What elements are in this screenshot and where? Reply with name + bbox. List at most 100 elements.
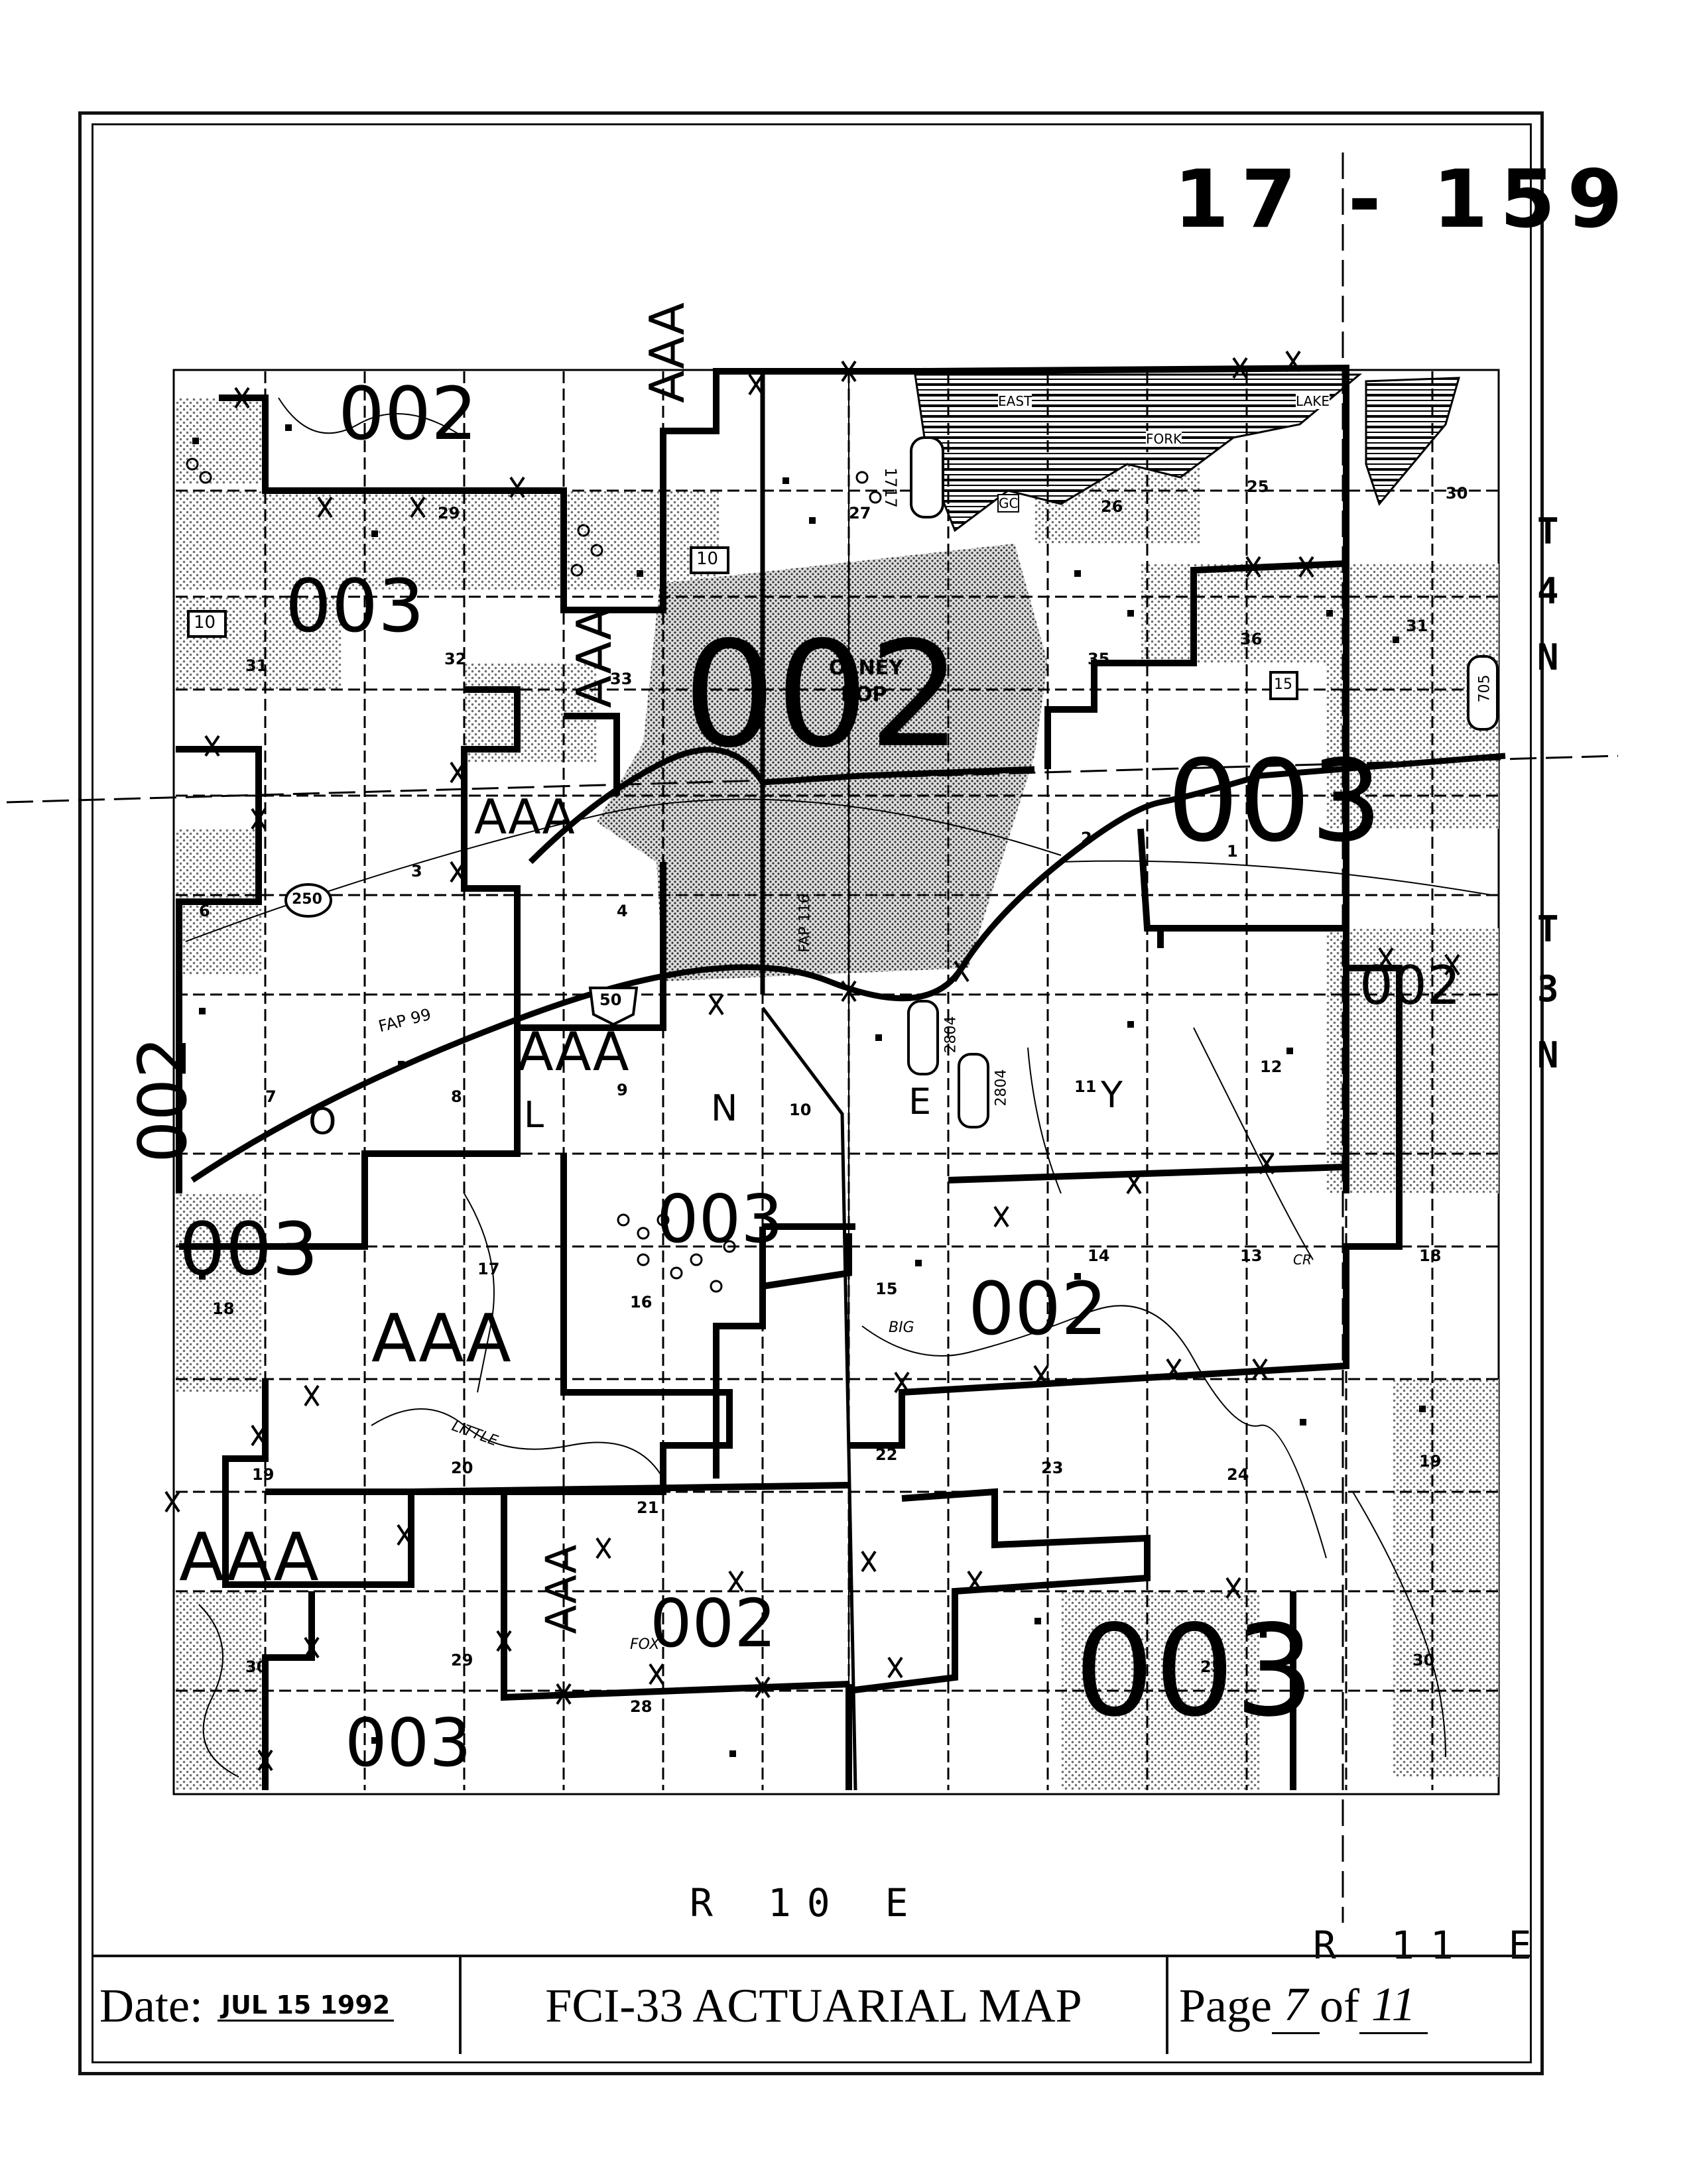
streams — [198, 397, 1446, 1778]
town-letter: Y — [1101, 1074, 1123, 1116]
section-number: 21 — [637, 1498, 659, 1517]
boundary-ticks — [164, 350, 1460, 1772]
title-cell: FCI-33 ACTUARIAL MAP — [462, 1957, 1168, 2054]
zone-label: 003 — [656, 1180, 783, 1258]
section-number: 35 — [1088, 650, 1110, 668]
section-number: 9 — [617, 1081, 628, 1099]
date-cell: Date: JUL 15 1992 — [92, 1957, 462, 2054]
township-letter: N — [1537, 1034, 1559, 1076]
route-10-shield-b: 10 — [194, 613, 216, 633]
section-number: 28 — [630, 1697, 653, 1716]
section-number: 22 — [875, 1445, 898, 1464]
section-number: 24 — [1227, 1465, 1249, 1484]
section-number: 2 — [1081, 829, 1092, 847]
zone-label: 003 — [1167, 736, 1383, 867]
township-letter: T — [1537, 511, 1559, 552]
section-number: 23 — [1041, 1459, 1064, 1477]
section-number: 18 — [212, 1300, 235, 1318]
page-total: 11 — [1359, 1977, 1428, 2034]
zone-label: 003 — [179, 1207, 318, 1292]
route-shields — [187, 436, 1499, 1128]
section-number: 15 — [875, 1280, 898, 1298]
page-number: 7 — [1271, 1977, 1320, 2034]
section-shading — [176, 398, 1499, 1790]
route-705-shield: 705 — [1476, 674, 1493, 703]
route-250-shield: 250 — [292, 891, 322, 908]
zone-label: AAA — [639, 302, 695, 403]
town-letter: O — [308, 1101, 337, 1142]
section-number: 27 — [849, 504, 871, 522]
section-number: 4 — [617, 902, 628, 920]
zone-label: 002 — [968, 1266, 1107, 1351]
section-number: 13 — [1240, 1246, 1263, 1265]
zone-label: AAA — [371, 1300, 511, 1377]
zone-label: AAA — [179, 1518, 319, 1596]
range-label-right: R 11 E — [1313, 1923, 1548, 1968]
lake-label-lake: LAKE — [1296, 393, 1330, 409]
section-number: 8 — [451, 1087, 462, 1106]
section-number: 10 — [789, 1101, 812, 1119]
zone-label: AAA — [566, 607, 622, 708]
lake-label-fork: FORK — [1146, 431, 1182, 447]
big-creek-label: BIG — [889, 1319, 914, 1336]
section-number: 7 — [265, 1087, 277, 1106]
section-number: 18 — [1419, 1246, 1442, 1265]
section-number: 19 — [252, 1465, 275, 1484]
olney-city-area — [597, 544, 1048, 981]
township-letter: 3 — [1537, 968, 1559, 1010]
route-2804-shield-b: 2804 — [993, 1069, 1010, 1107]
page-label: Page — [1179, 1978, 1272, 2032]
section-number: 29 — [438, 504, 460, 522]
township-letter: N — [1537, 637, 1559, 678]
township-letter: T — [1537, 908, 1559, 950]
section-number: 25 — [1200, 1658, 1223, 1676]
section-number: 17 — [477, 1260, 500, 1278]
zone-label: 003 — [1074, 1598, 1315, 1744]
range-label-left: R 10 E — [690, 1880, 924, 1925]
section-number: 11 — [1074, 1077, 1097, 1096]
page-cell: Page 7 of 11 — [1168, 1957, 1532, 2054]
section-number: 1 — [1227, 842, 1238, 861]
farmsteads — [192, 424, 1426, 1757]
section-number: 19 — [1419, 1452, 1442, 1471]
wells — [186, 457, 882, 1293]
section-number: 16 — [630, 1293, 653, 1311]
map-footer: Date: JUL 15 1992 FCI-33 ACTUARIAL MAP P… — [92, 1955, 1532, 2054]
route-2804-shield-a: 2804 — [942, 1016, 960, 1054]
town-pop-label: POP — [841, 683, 887, 706]
section-number: 29 — [451, 1651, 473, 1669]
route-15-shield: 15 — [1274, 676, 1292, 693]
zone-label: AAA — [474, 789, 575, 845]
zone-label: 002 — [650, 1585, 777, 1662]
gc-label: GC — [997, 494, 1020, 513]
zone-label: 002 — [338, 371, 477, 456]
route-10-shield-a: 10 — [696, 549, 719, 569]
section-number: 31 — [245, 656, 268, 675]
map-title: FCI-33 ACTUARIAL MAP — [545, 1978, 1082, 2032]
town-letter: N — [711, 1087, 738, 1129]
section-number: 26 — [1101, 497, 1123, 516]
section-number: 6 — [199, 902, 210, 920]
section-number: 33 — [610, 670, 633, 688]
fox-river-label: FOX — [630, 1636, 660, 1653]
section-number: 32 — [444, 650, 467, 668]
section-number: 25 — [1247, 477, 1269, 496]
fap-116-label: FAP 116 — [796, 894, 814, 953]
section-number: 30 — [1446, 484, 1468, 503]
town-name: OLNEY — [829, 656, 903, 680]
page-of: of — [1319, 1978, 1359, 2032]
township-letter: 4 — [1537, 570, 1559, 612]
section-number: 31 — [1406, 617, 1428, 635]
zone-label: 002 — [1359, 955, 1461, 1016]
zone-label: 002 — [123, 1036, 202, 1163]
section-number: 20 — [451, 1459, 473, 1477]
zone-label: 003 — [285, 564, 424, 648]
section-number: 36 — [1240, 630, 1263, 648]
inner-frame — [92, 123, 1532, 2063]
section-number: 12 — [1260, 1058, 1282, 1076]
date-value: JUL 15 1992 — [217, 1990, 395, 2022]
route-50-shield: 50 — [599, 991, 622, 1009]
section-number: 30 — [245, 1658, 268, 1676]
route-1717-shield: 1717 — [881, 467, 900, 509]
